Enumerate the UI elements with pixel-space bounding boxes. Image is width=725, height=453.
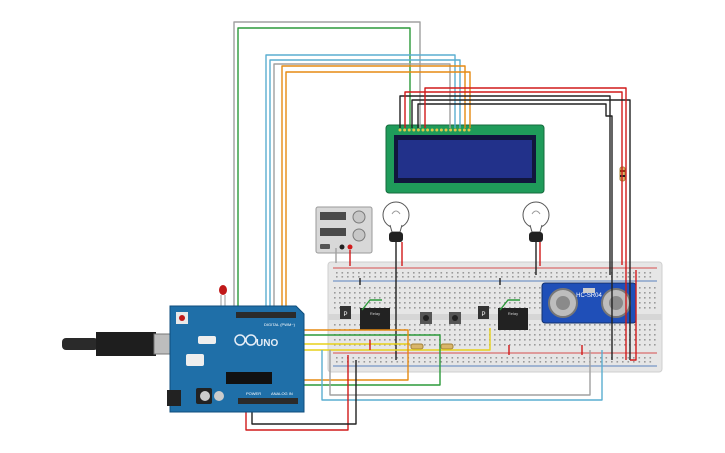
light-bulb-1[interactable] bbox=[382, 201, 410, 242]
relay-2-label: Relay bbox=[508, 311, 518, 316]
transistor-2[interactable]: P bbox=[478, 306, 489, 319]
transistor-1[interactable]: P bbox=[340, 306, 351, 319]
relay-1-label: Relay bbox=[370, 311, 380, 316]
ultrasonic-model-label: HC-SR04 bbox=[576, 293, 602, 299]
analog-header-label: ANALOG IN bbox=[271, 391, 293, 396]
power-supply[interactable] bbox=[315, 206, 373, 254]
relay-2[interactable]: Relay bbox=[498, 308, 528, 330]
push-button-2[interactable] bbox=[449, 312, 461, 324]
transistor-1-label: P bbox=[343, 312, 347, 318]
lcd-display[interactable] bbox=[385, 124, 545, 194]
light-bulb-2[interactable] bbox=[522, 201, 550, 242]
resistor-bb-2[interactable] bbox=[440, 343, 454, 350]
relay-1[interactable]: Relay bbox=[360, 308, 390, 330]
wires bbox=[233, 21, 637, 431]
transistor-2-label: P bbox=[481, 312, 485, 318]
resistor-bb-1[interactable] bbox=[410, 343, 424, 350]
arduino-uno[interactable]: DIGITAL (PWM~) POWER ANALOG IN UNO bbox=[167, 305, 305, 413]
usb-cable[interactable] bbox=[62, 332, 173, 356]
arduino-brand-label: UNO bbox=[256, 338, 278, 349]
push-button-1[interactable] bbox=[420, 312, 432, 324]
digital-header-label: DIGITAL (PWM~) bbox=[264, 322, 296, 327]
ultrasonic-sensor[interactable]: HC-SR04 bbox=[541, 282, 637, 324]
power-header-label: POWER bbox=[246, 391, 261, 396]
